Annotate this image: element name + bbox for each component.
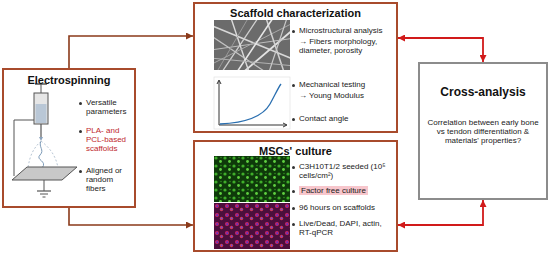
box-title: Scaffold characterization: [195, 7, 396, 20]
dapi-actin-image: [214, 203, 290, 249]
bullet-text: C3H10T1/2 seeded (10⁵ cells/cm²): [299, 162, 395, 180]
bullet-dot: [79, 170, 82, 173]
bullet-text: Contact angle: [299, 114, 395, 123]
bullet-text: PLA- and PCL-based scaffolds: [86, 126, 133, 154]
sub-text: → Fibers morphology, diameter, porosity: [299, 37, 395, 55]
bullet-dot: [79, 102, 82, 105]
bullet-dot: [292, 207, 295, 210]
connector-arrow: [69, 208, 193, 225]
bullet-text: 96 hours on scaffolds: [299, 203, 395, 212]
box-title: MSCs' culture: [195, 145, 396, 158]
bullet-dot: [292, 30, 295, 33]
sem-image: [210, 15, 295, 75]
box-title: Electrospinning: [4, 74, 134, 87]
bullet-dot: [292, 84, 295, 87]
bullet-text: Live/Dead, DAPI, actin, RT-qPCR: [299, 219, 395, 237]
process-box: Scaffold characterizationMicrostructural…: [193, 2, 398, 133]
connector-arrow: [69, 36, 193, 68]
bullet-dot: [292, 166, 295, 169]
process-box: MSCs' cultureC3H10T1/2 seeded (10⁵ cells…: [193, 140, 398, 252]
bullet-dot: [79, 130, 82, 133]
bullet-text: Mechanical testing: [299, 80, 395, 89]
bullet-dot: [292, 223, 295, 226]
bullet-text: Aligned or random fibers: [86, 166, 133, 194]
sub-text: → Young Modulus: [299, 91, 395, 100]
result-box: Cross-analysisCorrelation between early …: [418, 62, 548, 200]
live-dead-image: [214, 156, 290, 202]
stress-strain-graph: [214, 77, 290, 129]
highlighted-text: Factor free culture: [299, 186, 368, 195]
bullet-text: Microstructural analysis: [299, 26, 395, 35]
process-box: ElectrospinningVersatile parametersPLA- …: [2, 68, 136, 208]
text-row: Factor free culture: [299, 186, 395, 195]
connector-arrow: [398, 200, 483, 225]
bullet-dot: [292, 118, 295, 121]
body-text: Correlation between early bone vs tendon…: [426, 118, 540, 146]
electrospinning-illustration: [12, 84, 77, 197]
connector-arrow: [398, 38, 483, 62]
bullet-text: Versatile parameters: [86, 98, 133, 116]
bullet-dot: [292, 190, 295, 193]
box-title: Cross-analysis: [420, 86, 546, 100]
